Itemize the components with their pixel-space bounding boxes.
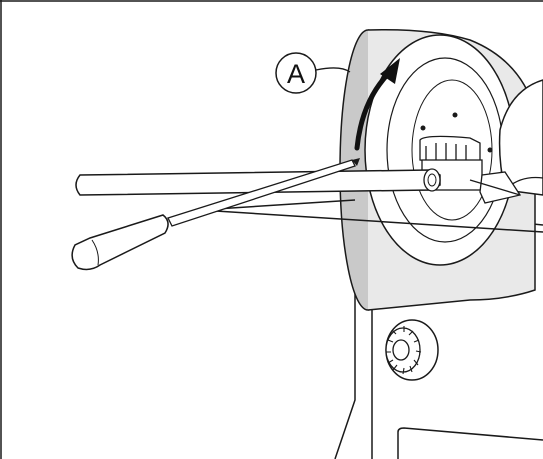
adjustment-knob <box>385 319 439 381</box>
callout-a-leader <box>315 67 351 73</box>
tool-rest-rod <box>75 168 441 196</box>
callout-a: A <box>275 52 351 94</box>
callout-a-label: A <box>287 59 305 89</box>
rotation-arrow <box>354 58 400 151</box>
screwdriver <box>71 158 360 271</box>
callout-a-circle <box>275 52 317 94</box>
